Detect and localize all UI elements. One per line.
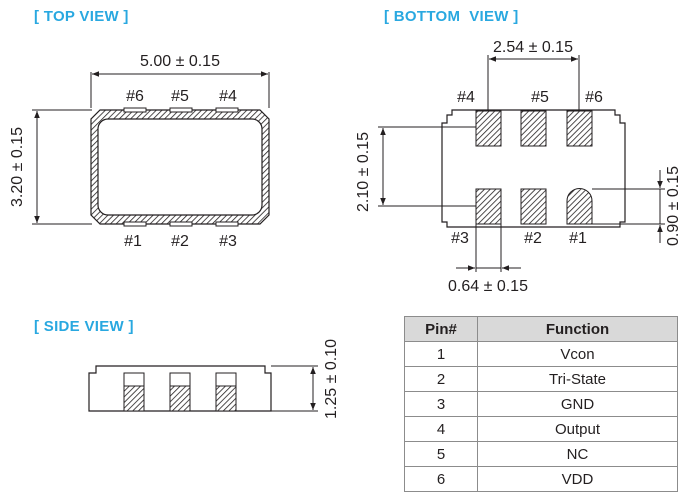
bottom-pin-label-3: #3 [451,230,469,247]
bottom-pad-2 [520,188,547,225]
pitch-label: 2.54 ± 0.15 [493,39,573,56]
bottom-pad-1 [566,188,593,225]
side-view: 1.25 ± 0.10 [88,339,340,419]
table-row: 4 Output [404,416,678,442]
top-view: 5.00 ± 0.15 3.20 ± 0.15 #6 #5 #4 #1 #2 #… [9,53,270,250]
pin-function-cell: GND [477,391,678,417]
bottom-pad-6 [566,110,593,147]
bottom-view: 2.54 ± 0.15 2.10 ± 0.15 0.90 ± 0.15 0.64… [355,39,682,295]
top-width-label: 3.20 ± 0.15 [9,127,26,207]
pad-height-label: 0.90 ± 0.15 [665,166,682,246]
pin-number-cell: 4 [404,416,478,442]
pin-function-cell: NC [477,441,678,467]
pad-width-label: 0.64 ± 0.15 [448,278,528,295]
table-row: 3 GND [404,391,678,417]
pin-number-cell: 2 [404,366,478,392]
pin-function-cell: Tri-State [477,366,678,392]
table-row: 2 Tri-State [404,366,678,392]
table-row: 5 NC [404,441,678,467]
table-row: 6 VDD [404,466,678,492]
bottom-pin-label-2: #2 [524,230,542,247]
top-pin-label-2: #2 [171,233,189,250]
bottom-pin-label-5: #5 [531,89,549,106]
top-package-lid [97,118,263,216]
bottom-pin-label-6: #6 [585,89,603,106]
pin-function-cell: Output [477,416,678,442]
table-header-row: Pin# Function [404,316,678,342]
top-length-label: 5.00 ± 0.15 [140,53,220,70]
pin-number-cell: 6 [404,466,478,492]
pin-number-cell: 1 [404,341,478,367]
side-view-title: [ SIDE VIEW ] [34,318,134,335]
pin-column-header: Pin# [404,316,478,342]
pad-span-label: 2.10 ± 0.15 [355,132,372,212]
top-pin-label-5: #5 [171,88,189,105]
pin-function-cell: Vcon [477,341,678,367]
pin-function-cell: VDD [477,466,678,492]
function-column-header: Function [477,316,678,342]
bottom-pad-4 [475,110,502,147]
bottom-pad-5 [520,110,547,147]
top-pin-label-6: #6 [126,88,144,105]
top-view-title: [ TOP VIEW ] [34,8,129,25]
pin-number-cell: 5 [404,441,478,467]
top-pin-label-3: #3 [219,233,237,250]
bottom-pin-label-1: #1 [569,230,587,247]
bottom-view-title: [ BOTTOM VIEW ] [384,8,519,25]
top-pin-label-4: #4 [219,88,237,105]
pin-function-table: Pin# Function 1 Vcon 2 Tri-State 3 GND 4… [404,316,678,492]
table-row: 1 Vcon [404,341,678,367]
bottom-pad-3 [475,188,502,225]
bottom-pin-label-4: #4 [457,89,475,106]
pin-number-cell: 3 [404,391,478,417]
top-pin-label-1: #1 [124,233,142,250]
thickness-label: 1.25 ± 0.10 [323,339,340,419]
